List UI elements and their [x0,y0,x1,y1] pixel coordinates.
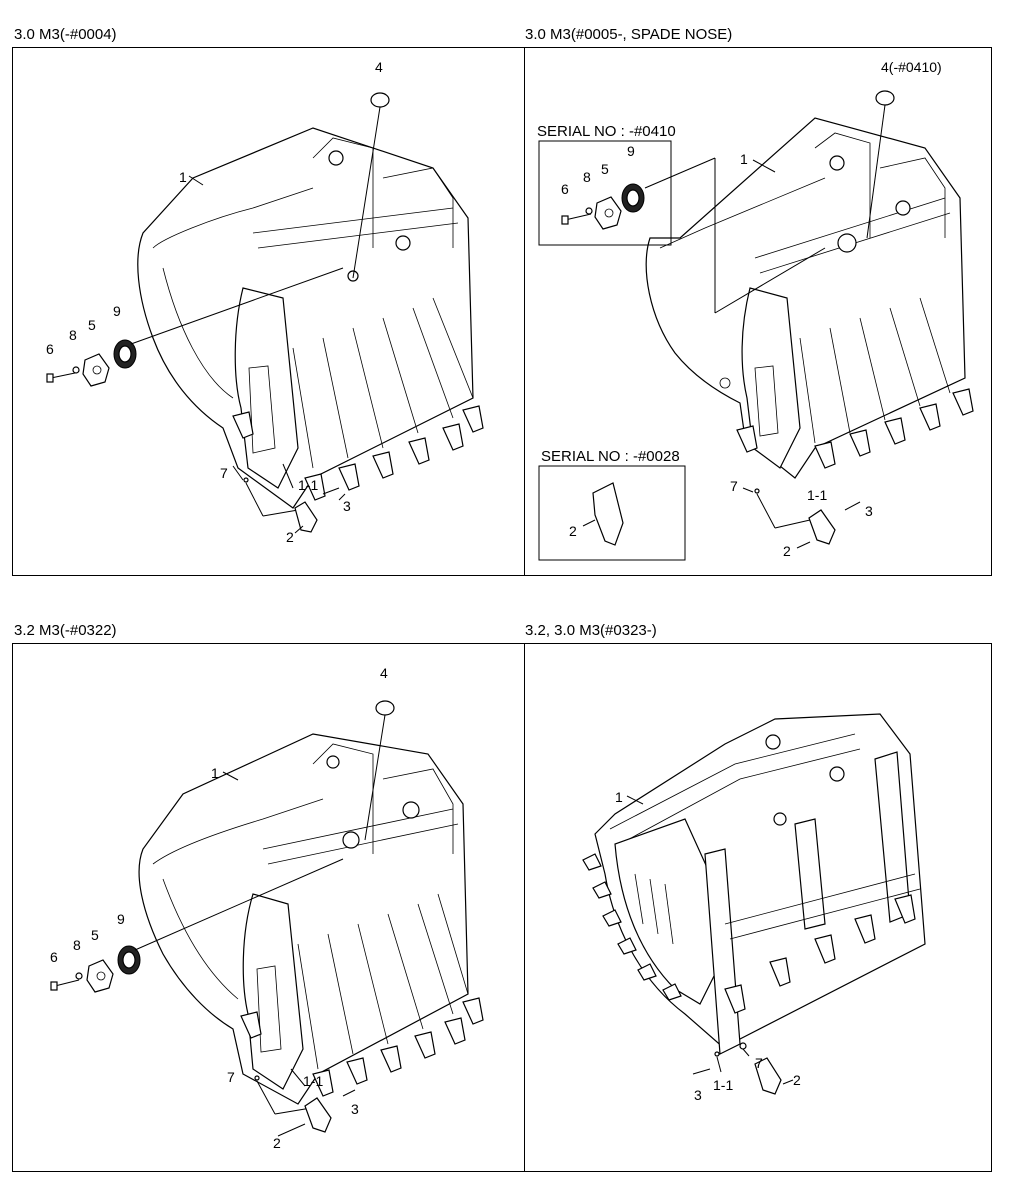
callout-9: 9 [117,911,125,927]
washer-part-4 [875,90,895,106]
callout-2: 2 [793,1072,801,1088]
callout-5: 5 [88,317,96,333]
callout-9: 9 [627,143,635,159]
hub-assembly [561,157,826,314]
tooth-pin-group [692,1042,794,1095]
panel-title-3: 3.2 M3(-#0322) [14,622,117,639]
bucket-diagram-1: 1 2 3 4 5 6 7 8 9 1-1 [46,59,484,545]
panel-title-1: 3.0 M3(-#0004) [14,26,117,43]
callout-4: 4 [380,665,388,681]
hub-assembly [50,858,344,993]
callout-7: 7 [730,478,738,494]
callout-7: 7 [227,1069,235,1085]
top-frame [12,47,992,576]
callout-1: 1 [615,789,623,805]
teeth-row [240,997,484,1097]
serial-label-2: SERIAL NO : -#0028 [541,448,680,465]
callout-8: 8 [69,327,77,343]
callout-1: 1 [740,151,748,167]
panel-title-2: 3.0 M3(#0005-, SPADE NOSE) [525,26,733,43]
callout-9: 9 [113,303,121,319]
callout-2-serial: 2 [569,523,577,539]
callout-7: 7 [755,1055,763,1071]
serial-box-1 [538,140,672,246]
teeth-row [582,853,916,1014]
washer-part-4 [370,92,390,108]
tooth-pin-group [243,463,340,533]
callout-1-1: 1-1 [713,1077,733,1093]
teeth-row [232,405,484,501]
callout-3: 3 [694,1087,702,1103]
callout-6: 6 [50,949,58,965]
bottom-frame [12,643,992,1172]
callout-2: 2 [783,543,791,559]
callout-1-1: 1-1 [807,487,827,503]
bucket-diagram-2: SERIAL NO : -#0410 9 5 8 6 SERIAL NO : -… [537,59,974,561]
callout-8: 8 [583,169,591,185]
callout-3: 3 [865,503,873,519]
callout-1: 1 [179,169,187,185]
tooth-pin-group [754,488,861,545]
panel-title-4: 3.2, 3.0 M3(#0323-) [525,622,657,639]
serial-label-1: SERIAL NO : -#0410 [537,123,676,140]
callout-6: 6 [561,181,569,197]
callout-2: 2 [286,529,294,545]
bucket-body [138,733,469,1105]
callout-7: 7 [220,465,228,481]
bottom-divider [524,643,525,1172]
callout-4: 4 [375,59,383,75]
callout-2: 2 [273,1135,281,1151]
bucket-diagram-3: 1 2 3 4 5 6 7 8 9 1-1 [50,665,484,1151]
bucket-body [645,117,966,479]
bucket-diagram-4: 1 2 3 7 1-1 [582,713,926,1103]
callout-5: 5 [601,161,609,177]
serial-box-2 [538,465,686,561]
spade-tooth-icon [592,482,624,546]
callout-3: 3 [343,498,351,514]
callout-3: 3 [351,1101,359,1117]
callout-1-1: 1-1 [303,1073,323,1089]
callout-5: 5 [91,927,99,943]
bucket-body [137,127,474,509]
callout-1-1: 1-1 [298,477,318,493]
callout-8: 8 [73,937,81,953]
teeth-row [736,388,974,469]
hub-assembly [46,267,344,387]
callout-6: 6 [46,341,54,357]
callout-1: 1 [211,765,219,781]
tooth-pin-group [254,1068,356,1133]
top-divider [524,47,525,576]
washer-part-4 [375,700,395,716]
callout-4: 4(-#0410) [881,59,942,75]
bucket-body [594,713,926,1055]
